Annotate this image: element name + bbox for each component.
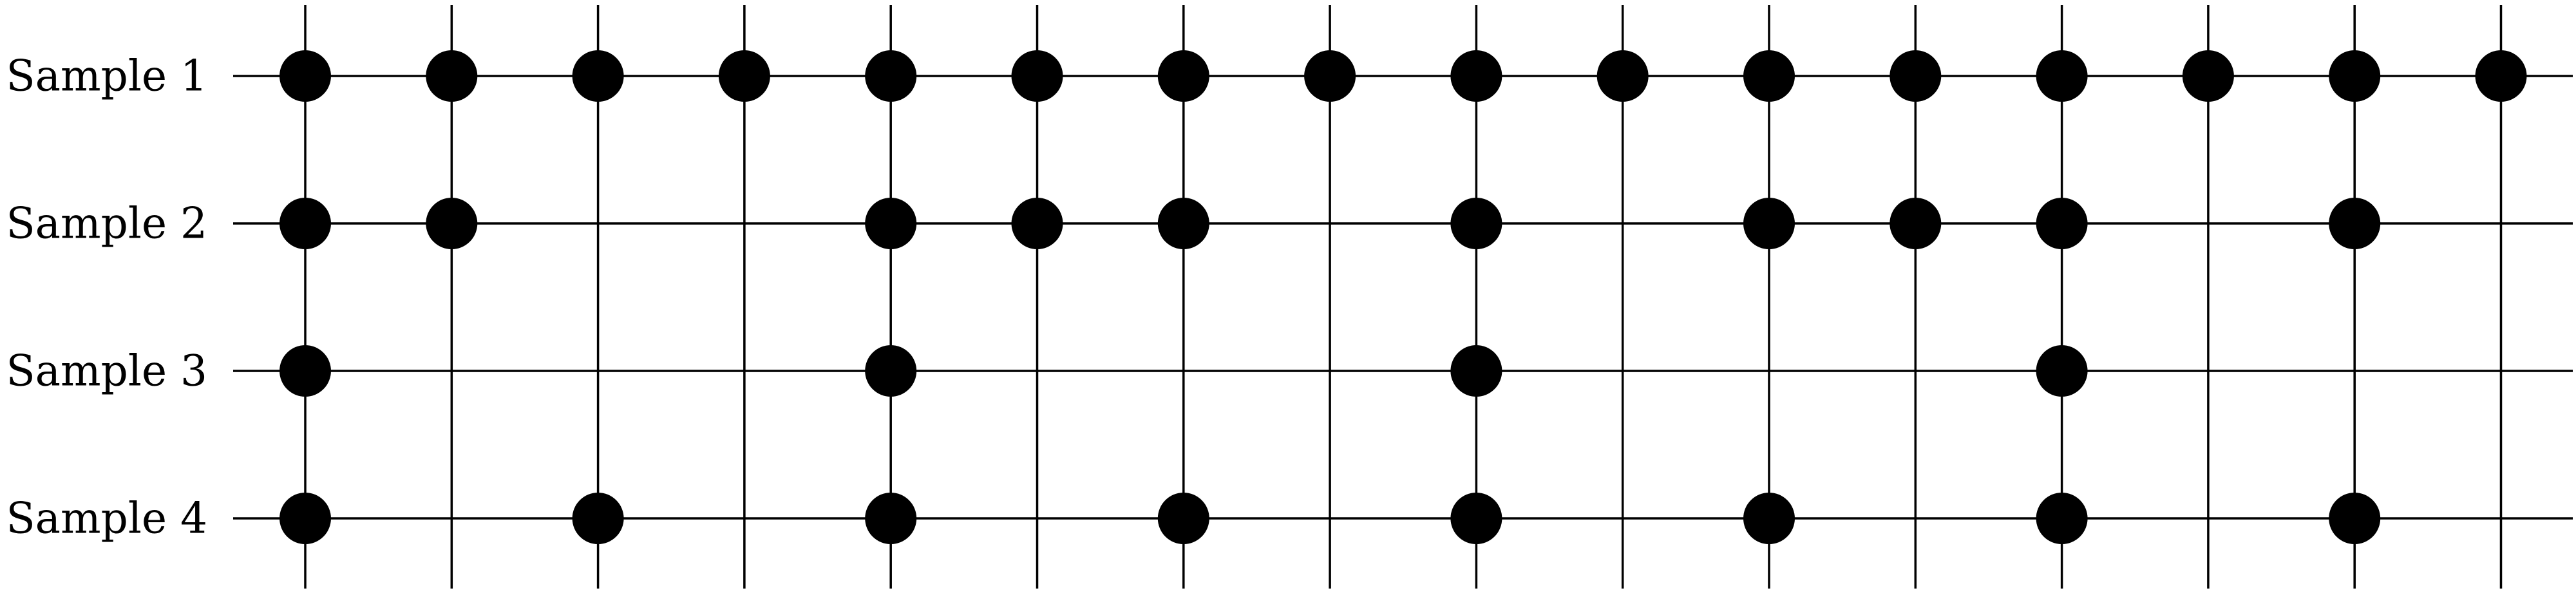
sample-dot-r1-c5 xyxy=(865,50,917,102)
sample-dot-r1-c12 xyxy=(1889,50,1942,102)
sample-dot-r4-c7 xyxy=(1157,493,1209,544)
sample-dot-r1-c14 xyxy=(2182,50,2234,102)
sample-dot-r1-c15 xyxy=(2329,50,2381,102)
sample-dot-r1-c6 xyxy=(1011,50,1063,102)
sample-dots xyxy=(279,50,2527,544)
sample-dot-r1-c4 xyxy=(718,50,770,102)
sample-dot-r1-c8 xyxy=(1304,50,1356,102)
sample-dot-r4-c15 xyxy=(2329,493,2381,544)
sample-dot-r3-c1 xyxy=(279,345,331,397)
sample-dot-r4-c13 xyxy=(2036,493,2088,544)
row-label-3: Sample 3 xyxy=(6,346,207,396)
sample-dot-r1-c13 xyxy=(2036,50,2088,102)
sample-dot-r1-c2 xyxy=(426,50,478,102)
vertical-lines xyxy=(304,5,2503,589)
row-labels: Sample 1 Sample 2 Sample 3 Sample 4 xyxy=(6,52,207,543)
sample-dot-r1-c1 xyxy=(279,50,331,102)
sample-dot-r3-c13 xyxy=(2036,345,2088,397)
sample-dot-r1-c11 xyxy=(1743,50,1795,102)
sample-dot-r2-c11 xyxy=(1743,198,1795,249)
sample-dot-r3-c5 xyxy=(865,345,917,397)
row-label-4: Sample 4 xyxy=(6,494,207,543)
sample-dot-r4-c11 xyxy=(1743,493,1795,544)
sample-dot-r1-c16 xyxy=(2475,50,2527,102)
sample-dot-r2-c9 xyxy=(1450,198,1502,249)
sample-dot-r1-c3 xyxy=(572,50,624,102)
sample-dot-r2-c2 xyxy=(426,198,478,249)
sample-dot-r1-c9 xyxy=(1450,50,1502,102)
sample-dot-r2-c7 xyxy=(1157,198,1209,249)
sample-dot-r2-c15 xyxy=(2329,198,2381,249)
sample-dot-r2-c5 xyxy=(865,198,917,249)
row-label-1: Sample 1 xyxy=(6,52,207,101)
horizontal-lines xyxy=(233,75,2573,520)
row-label-2: Sample 2 xyxy=(6,199,207,249)
sample-dot-r2-c1 xyxy=(279,198,331,249)
sample-dot-r2-c13 xyxy=(2036,198,2088,249)
sample-dot-r2-c12 xyxy=(1889,198,1942,249)
sample-dot-r4-c5 xyxy=(865,493,917,544)
sample-dot-r1-c10 xyxy=(1596,50,1649,102)
sample-dot-r2-c6 xyxy=(1011,198,1063,249)
sample-dot-r3-c9 xyxy=(1450,345,1502,397)
sample-dot-r1-c7 xyxy=(1157,50,1209,102)
sample-dot-r4-c9 xyxy=(1450,493,1502,544)
sample-dot-r4-c1 xyxy=(279,493,331,544)
sample-dot-r4-c3 xyxy=(572,493,624,544)
